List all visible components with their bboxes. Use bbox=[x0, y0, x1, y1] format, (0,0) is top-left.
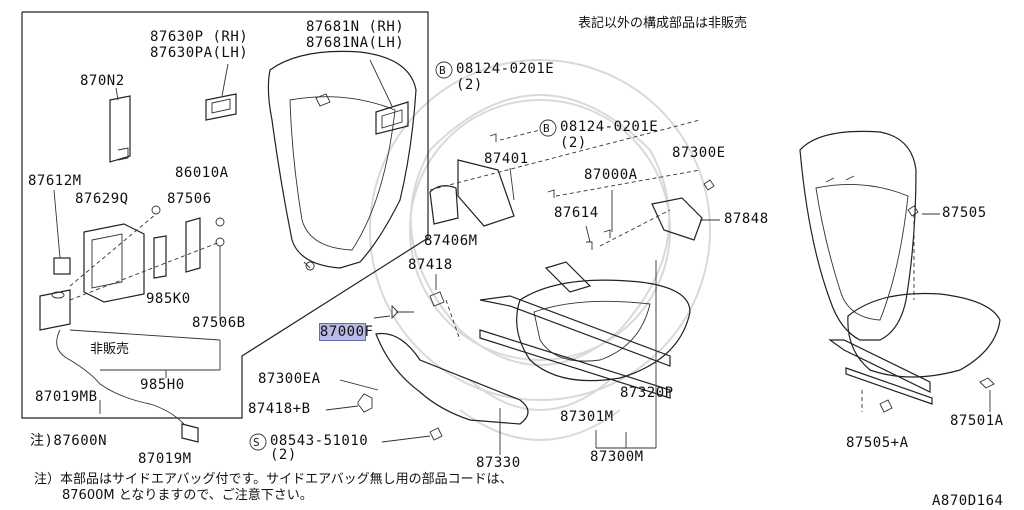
label-87300m: 87300M bbox=[590, 449, 644, 465]
label-87848: 87848 bbox=[724, 211, 769, 227]
label-985k0: 985K0 bbox=[146, 291, 191, 307]
diagram-code: A870D164 bbox=[932, 493, 1004, 509]
label-87506b: 87506B bbox=[192, 315, 246, 331]
harness-connector bbox=[181, 423, 199, 443]
label-87630p: 87630P (RH) bbox=[150, 29, 249, 45]
watermark-emblem bbox=[369, 59, 711, 441]
header-note: 表記以外の構成部品は非販売 bbox=[578, 16, 748, 31]
label-87630pa: 87630PA(LH) bbox=[150, 45, 249, 61]
bracket-87506 bbox=[185, 217, 201, 273]
footnote-line-2: 87600M となりますので、ご注意下さい。 bbox=[62, 488, 313, 503]
label-87406m: 87406M bbox=[424, 233, 478, 249]
b-mark-2: B bbox=[543, 122, 551, 135]
label-87000a: 87000A bbox=[584, 167, 638, 183]
label-87418b: 87418+B bbox=[248, 401, 311, 417]
bracket-87848 bbox=[651, 197, 703, 241]
sensor-unit bbox=[39, 289, 71, 331]
label-870n2: 870N2 bbox=[80, 73, 125, 89]
connector-87612m bbox=[53, 257, 71, 275]
b-circle-2 bbox=[539, 119, 557, 137]
label-not-for-sale: 非販売 bbox=[90, 342, 130, 357]
label-87000f[interactable]: 87000F bbox=[302, 310, 374, 341]
label-87300ea: 87300EA bbox=[258, 371, 321, 387]
label-87505a: 87505+A bbox=[846, 435, 909, 451]
cover-87406m bbox=[429, 185, 459, 225]
label-87506: 87506 bbox=[167, 191, 212, 207]
s-circle bbox=[249, 433, 267, 451]
label-87300e: 87300E bbox=[672, 145, 726, 161]
b-mark-1: B bbox=[439, 64, 447, 77]
b-circle-1 bbox=[435, 61, 453, 79]
label-87501a: 87501A bbox=[950, 413, 1004, 429]
bracket-870n2 bbox=[109, 95, 131, 163]
footnote-line-1: 注）本部品はサイドエアバッグ付です。サイドエアバッグ無し用の部品コードは、 bbox=[34, 472, 513, 487]
leader-lines bbox=[99, 167, 991, 455]
label-87681na: 87681NA(LH) bbox=[306, 35, 405, 51]
label-87600n: 注)87600N bbox=[30, 433, 108, 449]
label-87320p: 87320P bbox=[620, 385, 674, 401]
label-87612m: 87612M bbox=[28, 173, 82, 189]
kit-boundary-box bbox=[21, 11, 429, 419]
seat-back-shell bbox=[267, 50, 417, 271]
complete-seat-right bbox=[799, 130, 1001, 405]
seat-side-trim-87330 bbox=[375, 332, 529, 425]
label-87401: 87401 bbox=[484, 151, 529, 167]
label-screw: 08543-51010 bbox=[270, 433, 369, 449]
seat-cushion bbox=[516, 279, 691, 382]
label-bolt-2-qty: (2) bbox=[560, 135, 587, 151]
label-87019mb: 87019MB bbox=[35, 389, 98, 405]
side-bracket bbox=[544, 261, 592, 293]
bracket-985k0 bbox=[153, 235, 167, 279]
s-mark: S bbox=[253, 436, 261, 449]
label-bolt-2: 08124-0201E bbox=[560, 119, 659, 135]
label-87019m: 87019M bbox=[138, 451, 192, 467]
part-suffix: F bbox=[364, 324, 374, 340]
label-87629q: 87629Q bbox=[75, 191, 129, 207]
seat-rail-assembly bbox=[479, 295, 671, 399]
label-86010a: 86010A bbox=[175, 165, 229, 181]
label-87681n: 87681N (RH) bbox=[306, 19, 405, 35]
label-87505: 87505 bbox=[942, 205, 987, 221]
label-985h0: 985H0 bbox=[140, 377, 185, 393]
airbag-module bbox=[83, 223, 145, 303]
bracket-87401 bbox=[457, 159, 515, 227]
label-87418: 87418 bbox=[408, 257, 453, 273]
label-bolt-1: 08124-0201E bbox=[456, 61, 555, 77]
label-bolt-1-qty: (2) bbox=[456, 77, 483, 93]
label-87330: 87330 bbox=[476, 455, 521, 471]
shoulder-trim bbox=[375, 101, 409, 135]
side-cover-rh bbox=[205, 93, 237, 121]
label-screw-qty: (2) bbox=[270, 447, 297, 463]
highlighted-part-number[interactable]: 87000 bbox=[318, 323, 366, 341]
label-87614: 87614 bbox=[554, 205, 599, 221]
label-87301m: 87301M bbox=[560, 409, 614, 425]
